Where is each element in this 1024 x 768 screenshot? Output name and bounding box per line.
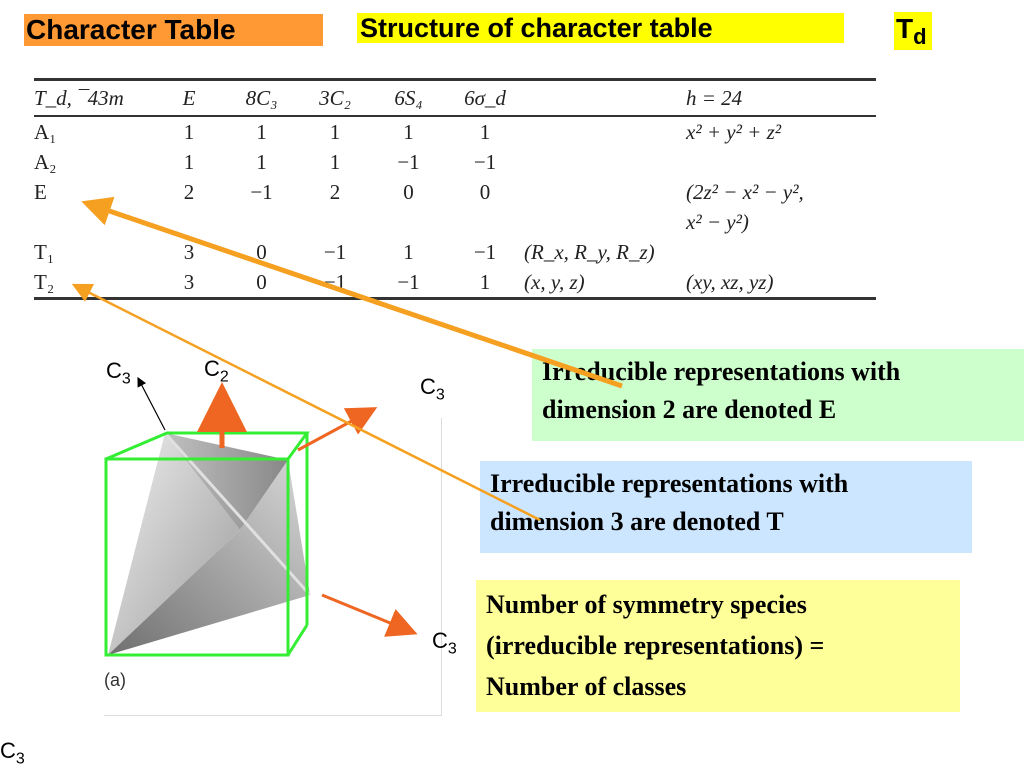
table-header-row: T_d, ¯43m E 8C₃ 3C₂ 6S₄ 6σ_d h = 24 (34, 79, 876, 116)
axis-subscript: 2 (219, 368, 229, 386)
note-line: (irreducible representations) = (486, 631, 825, 660)
note-dimension-2: Irreducible representations with dimensi… (532, 349, 1024, 441)
note-species-count: Number of symmetry species (irreducible … (476, 580, 960, 712)
group-header: T_d, ¯43m (34, 85, 124, 110)
c2-axis-label: C2 (204, 356, 229, 386)
axis-subscript: 3 (435, 386, 445, 404)
table-row-continuation: x² − y²) (34, 207, 876, 237)
irrep-label: T₁ (34, 239, 55, 264)
c3-axis-arrow-top-right (297, 407, 378, 452)
note-dimension-3: Irreducible representations with dimensi… (480, 461, 972, 553)
character-value: 1 (403, 119, 414, 144)
class-header-e: E (182, 85, 196, 110)
c3-axis-label: C3 (420, 374, 445, 404)
order-header: h = 24 (686, 85, 743, 110)
tetrahedron-figure-frame (104, 418, 442, 716)
class-header-8c3: 8C₃ (245, 85, 278, 110)
note-line: Irreducible representations with (542, 357, 901, 386)
c3-axis-label: C3 (106, 358, 131, 388)
table-row: A₁ 1 1 1 1 1 x² + y² + z² (34, 116, 876, 147)
note-line: Irreducible representations with (490, 469, 849, 498)
character-value: 1 (183, 119, 195, 144)
c3-axis-label: C3 (432, 628, 457, 658)
table-row: E 2 −1 2 0 0 (2z² − x² − y², (34, 177, 876, 207)
c3-axis-label: C3 (0, 738, 25, 768)
character-value: −1 (250, 179, 273, 204)
character-value: 2 (183, 179, 195, 204)
character-value: 1 (183, 149, 195, 174)
c3-axis-arrow-bottom-right (321, 593, 418, 637)
class-header-6s4: 6S₄ (394, 85, 423, 110)
note-line: Number of classes (486, 672, 687, 701)
quadratic-functions: x² − y²) (686, 209, 749, 234)
character-value: 1 (329, 149, 341, 174)
quadratic-functions: x² + y² + z² (686, 119, 782, 144)
class-header-3c2: 3C₂ (319, 85, 351, 110)
structure-heading: Structure of character table (357, 13, 844, 43)
axis-subscript: 3 (15, 750, 25, 768)
axis-letter: C (420, 374, 436, 399)
character-value: 0 (479, 179, 491, 204)
point-group-subscript: d (913, 24, 927, 49)
character-value: 1 (256, 149, 267, 174)
character-value: 1 (479, 119, 491, 144)
irrep-label: A₂ (34, 149, 57, 174)
quadratic-functions: (2z² − x² − y², (686, 179, 804, 204)
character-value: −1 (473, 149, 497, 174)
axis-letter: C (106, 358, 122, 383)
c3-axis-arrow-top-left (137, 376, 166, 431)
axis-letter: C (432, 628, 448, 653)
irrep-label: T₂ (34, 269, 55, 294)
character-value: −1 (397, 149, 420, 174)
character-value: 1 (329, 119, 341, 144)
point-group-letter: T (896, 13, 914, 44)
character-value: 1 (256, 119, 267, 144)
axis-letter: C (0, 738, 16, 763)
character-value: 2 (329, 179, 341, 204)
note-line: dimension 2 are denoted E (542, 395, 837, 424)
figure-label: (a) (104, 670, 126, 690)
note-line: Number of symmetry species (486, 590, 807, 619)
axis-subscript: 3 (121, 370, 131, 388)
table-row: A₂ 1 1 1 −1 −1 (34, 147, 876, 177)
class-header-6sigma: 6σ_d (464, 85, 506, 110)
point-group-label: Td (894, 12, 932, 50)
slide-title: Character Table (24, 14, 323, 46)
quadratic-functions: (xy, xz, yz) (686, 269, 774, 294)
character-value: 0 (403, 179, 414, 204)
irrep-label: E (34, 179, 47, 204)
axis-subscript: 3 (447, 640, 457, 658)
axis-letter: C (204, 356, 220, 381)
note-line: dimension 3 are denoted T (490, 507, 784, 536)
irrep-label: A₁ (34, 119, 57, 144)
